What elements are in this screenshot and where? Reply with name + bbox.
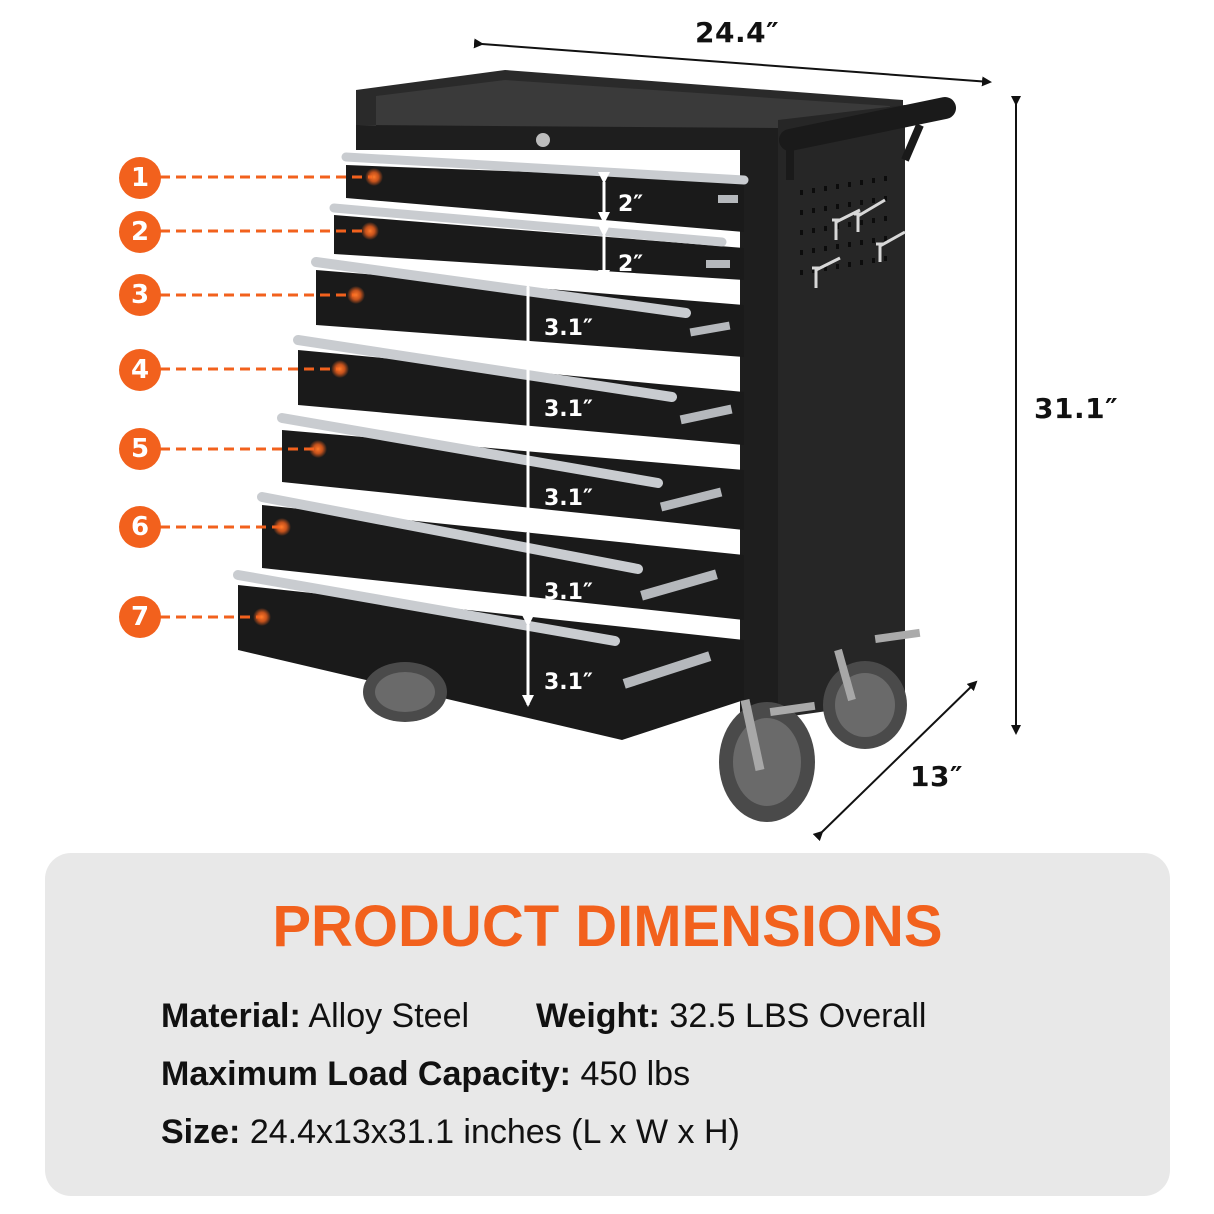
drawer-callout-lines (160, 175, 372, 619)
spec-row-load: Maximum Load Capacity: 450 lbs (161, 1055, 690, 1094)
weight-value: 32.5 LBS Overall (669, 997, 927, 1035)
drawer-number-badge: 5 (119, 428, 161, 470)
peg-hooks (812, 198, 906, 288)
drawer-number-badge: 4 (119, 349, 161, 391)
load-label: Maximum Load Capacity: (161, 1055, 571, 1093)
spec-row-size: Size: 24.4x13x31.1 inches (L x W x H) (161, 1113, 740, 1152)
drawer-height-label: 3.1″ (544, 397, 593, 422)
drawer-number-badge: 6 (119, 506, 161, 548)
load-value: 450 lbs (580, 1055, 691, 1093)
size-label: Size: (161, 1113, 241, 1151)
caster-wheels (363, 628, 921, 822)
drawer-height-label: 3.1″ (544, 670, 593, 695)
size-value: 24.4x13x31.1 inches (L x W x H) (249, 1113, 740, 1151)
drawer-number-badge: 2 (119, 211, 161, 253)
drawer-number-badge: 7 (119, 596, 161, 638)
product-info-panel: PRODUCT DIMENSIONS Material: Alloy Steel… (45, 853, 1170, 1196)
width-label: 13″ (910, 760, 963, 793)
drawer-number-badge: 3 (119, 274, 161, 316)
drawer-height-label: 3.1″ (544, 486, 593, 511)
weight-label: Weight: (535, 997, 660, 1035)
length-arrow (473, 38, 992, 87)
drawer-height-label: 3.1″ (544, 580, 593, 605)
drawers (233, 152, 749, 740)
material-label: Material: (161, 997, 301, 1035)
tool-cart-illustration (160, 38, 1021, 842)
drawer-height-label: 2″ (618, 252, 644, 277)
drawer-callout-dots (253, 168, 383, 626)
drawer-number-badge: 1 (119, 157, 161, 199)
length-label: 24.4″ (695, 16, 780, 49)
drawer-height-arrows (522, 172, 610, 707)
height-label: 31.1″ (1034, 392, 1119, 425)
panel-title: PRODUCT DIMENSIONS (272, 894, 943, 959)
material-value: Alloy Steel (308, 997, 470, 1035)
drawer-height-label: 2″ (618, 192, 644, 217)
width-arrow (812, 680, 978, 842)
spec-row-material-weight: Material: Alloy Steel Weight: 32.5 LBS O… (161, 997, 926, 1036)
drawer-height-label: 3.1″ (544, 316, 593, 341)
